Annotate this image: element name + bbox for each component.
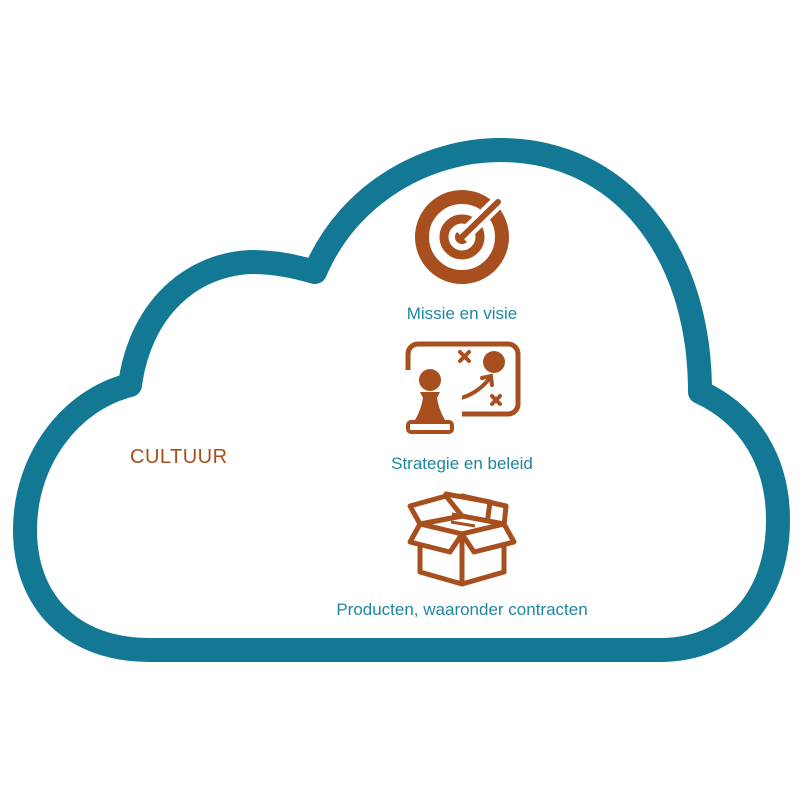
target-icon <box>415 190 509 284</box>
label-strategie-en-beleid: Strategie en beleid <box>391 454 533 473</box>
open-box-icon <box>407 491 517 587</box>
cultuur-title: CULTUUR <box>130 446 228 468</box>
strategy-board-icon <box>402 341 521 434</box>
label-producten-waaronder-contracten: Producten, waaronder contracten <box>336 600 588 619</box>
label-missie-en-visie: Missie en visie <box>406 304 518 323</box>
